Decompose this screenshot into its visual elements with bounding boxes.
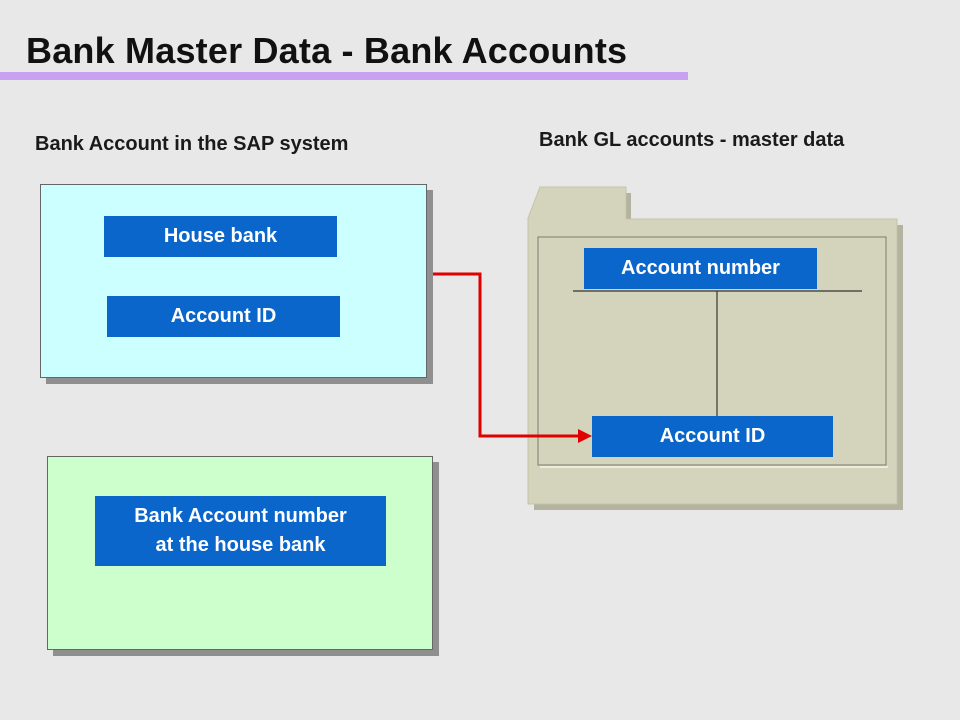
folder-inner-frame bbox=[537, 236, 887, 466]
account-id-box-right: Account ID bbox=[592, 416, 833, 457]
bank-account-number-line2: at the house bank bbox=[155, 534, 326, 556]
slide-title: Bank Master Data - Bank Accounts bbox=[26, 30, 628, 71]
title-underline bbox=[0, 72, 688, 80]
bank-account-number-box: Bank Account number at the house bank bbox=[95, 496, 386, 566]
house-bank-label: House bank bbox=[163, 225, 278, 247]
house-bank-box: House bank bbox=[104, 216, 337, 257]
sap-system-heading: Bank Account in the SAP system bbox=[35, 133, 349, 155]
bank-account-number-line1: Bank Account number bbox=[134, 505, 347, 527]
connector-arrow-line bbox=[378, 272, 580, 438]
sap-bank-account-panel bbox=[40, 184, 427, 378]
account-id-label-right: Account ID bbox=[659, 425, 766, 447]
account-id-box-left: Account ID bbox=[107, 296, 340, 337]
account-number-box: Account number bbox=[584, 248, 817, 289]
account-number-label: Account number bbox=[621, 257, 780, 279]
gl-accounts-heading: Bank GL accounts - master data bbox=[539, 129, 845, 151]
arrow-head-icon bbox=[578, 429, 592, 443]
account-id-label-left: Account ID bbox=[170, 305, 277, 327]
